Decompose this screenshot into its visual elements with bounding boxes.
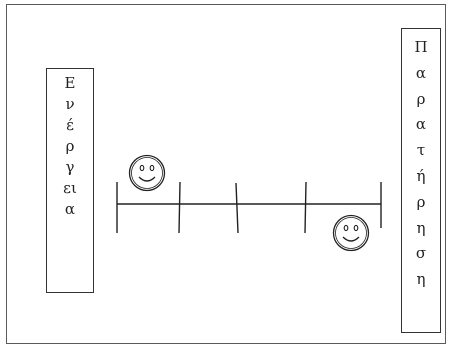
left-label-letter: ρ xyxy=(65,137,75,155)
left-label-box-energeia: Ε ν έ ρ γ ει α xyxy=(46,68,94,293)
scale-tick xyxy=(178,181,181,234)
left-label-letter: γ xyxy=(65,158,75,176)
left-label-letter: ει xyxy=(63,179,77,197)
right-label-letter: τ xyxy=(416,141,426,160)
scale-tick xyxy=(304,181,307,234)
right-label-letter: α xyxy=(415,63,427,82)
left-label-letter: Ε xyxy=(64,74,76,92)
left-label-letter: ν xyxy=(65,95,75,113)
right-label-box-paratirisi: Π α ρ α τ ή ρ η σ η xyxy=(401,28,441,333)
smiley-face-icon xyxy=(332,214,370,252)
right-label-letter: η xyxy=(416,218,426,237)
left-label-letter: α xyxy=(64,200,76,218)
right-label-letter: α xyxy=(415,115,427,134)
left-label-letter: έ xyxy=(66,116,74,134)
right-label-letter: ή xyxy=(416,166,426,185)
right-label-letter: ρ xyxy=(416,89,426,108)
smiley-face-icon xyxy=(128,154,166,192)
right-label-letter: ρ xyxy=(416,192,426,211)
scale-tick xyxy=(235,182,239,234)
right-label-letter: η xyxy=(416,270,426,289)
right-label-letter: σ xyxy=(415,244,427,263)
diagram-frame xyxy=(6,4,446,344)
right-label-letter: Π xyxy=(414,38,428,56)
